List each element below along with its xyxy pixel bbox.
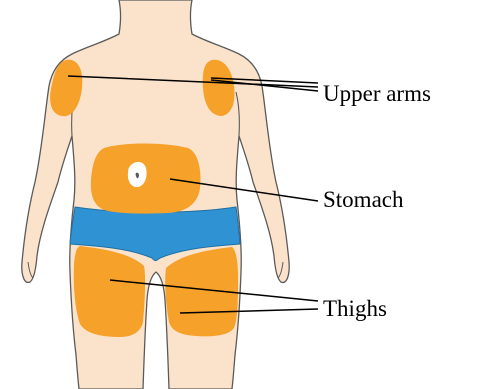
thighs-label: Thighs [323,297,387,320]
stomach-label: Stomach [323,188,404,211]
upper-arms-label: Upper arms [323,82,431,105]
thigh-left-site [74,246,145,337]
